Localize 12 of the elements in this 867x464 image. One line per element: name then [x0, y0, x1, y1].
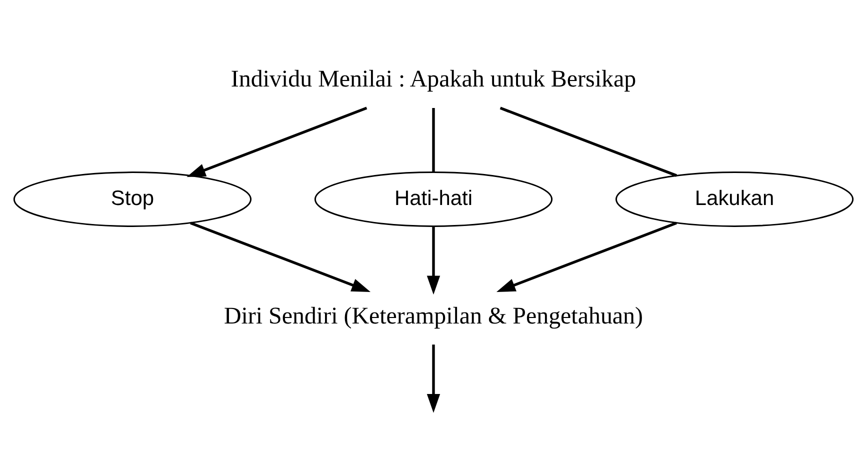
node-text: Diri Sendiri (Keterampilan & Pengetahuan)	[224, 303, 644, 330]
arrow	[190, 222, 371, 292]
node-ellipse: Hati-hati	[314, 172, 553, 227]
node-text: Individu Menilai : Apakah untuk Bersikap	[230, 66, 636, 93]
arrow	[496, 222, 677, 292]
arrow	[426, 226, 440, 295]
arrow	[426, 344, 440, 413]
connector	[500, 106, 678, 177]
arrow	[186, 106, 368, 178]
node-ellipse: Stop	[13, 172, 252, 227]
connector	[432, 108, 435, 172]
node-ellipse: Lakukan	[615, 172, 854, 227]
